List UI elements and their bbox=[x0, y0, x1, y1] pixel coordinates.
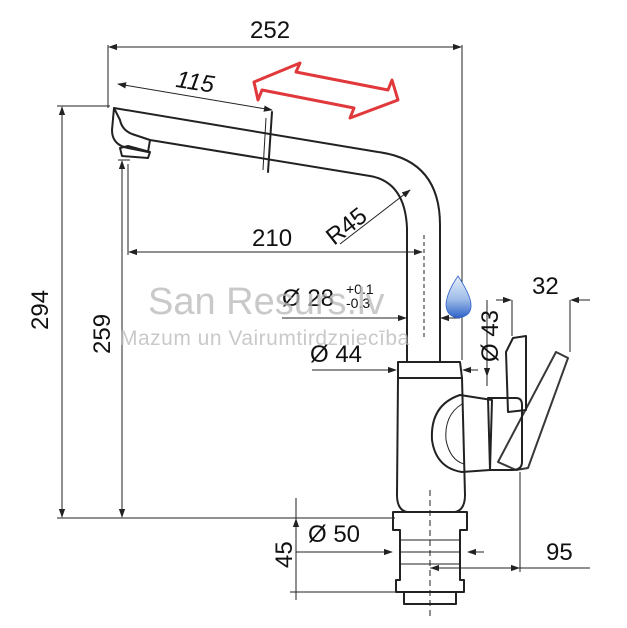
dim-spout-height: 259 bbox=[89, 314, 116, 354]
dim-total-width: 252 bbox=[250, 17, 290, 44]
dim-pipe-tolerance-plus: +0.1 bbox=[346, 281, 374, 297]
dim-spout-reach: 210 bbox=[252, 225, 292, 252]
dim-pipe-tolerance-minus: -0.3 bbox=[346, 295, 370, 311]
spout-head bbox=[111, 107, 151, 153]
dim-total-height: 294 bbox=[27, 290, 54, 330]
faucet-neck bbox=[406, 274, 441, 363]
lever-handle-rotated bbox=[497, 351, 569, 471]
spout-arm-lower bbox=[149, 139, 408, 276]
dim-shank-height: 45 bbox=[271, 541, 298, 568]
dim-handle-reach: 95 bbox=[546, 539, 573, 566]
double-arrow-icon bbox=[252, 61, 400, 120]
faucet-outline bbox=[111, 107, 569, 620]
spout-arm bbox=[113, 107, 441, 276]
dimension-lines bbox=[57, 43, 590, 600]
dim-bend-radius: R45 bbox=[321, 202, 372, 250]
spout-nozzle bbox=[119, 145, 151, 159]
dim-base-diameter: Ø 50 bbox=[308, 521, 360, 548]
dim-pipe-diameter: Ø 28 bbox=[282, 285, 334, 312]
spout-joint bbox=[267, 111, 273, 173]
watermark-title: San Resurs.lv bbox=[148, 281, 385, 323]
watermark-subtitle: Mazum un Vairumtirdzniecība bbox=[120, 327, 410, 350]
dim-spout-extension: 115 bbox=[174, 66, 217, 99]
lever-handle bbox=[505, 335, 527, 413]
dim-neck-diameter: Ø 43 bbox=[477, 310, 504, 362]
mixer-block bbox=[487, 397, 523, 471]
dim-handle-offset: 32 bbox=[532, 273, 559, 300]
mixer-housing bbox=[430, 394, 493, 473]
water-drop-icon bbox=[445, 275, 472, 319]
faucet-shank bbox=[392, 511, 468, 593]
dim-body-diameter: Ø 44 bbox=[310, 341, 362, 368]
